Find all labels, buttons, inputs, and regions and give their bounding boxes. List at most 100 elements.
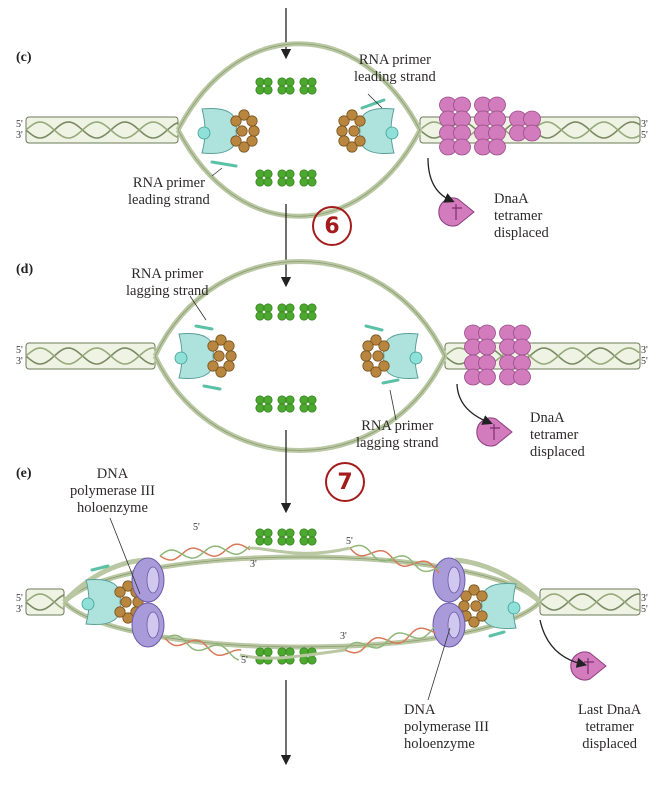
helicase-knob (197, 126, 211, 140)
ssb-cluster-top-e (255, 528, 317, 546)
primase-subunit (114, 606, 126, 618)
primase-subunit (336, 125, 348, 137)
strand-end-5prime: 5' (641, 356, 648, 367)
ssb-protein (277, 536, 287, 546)
ssb-protein (307, 403, 317, 413)
primase-subunit (362, 360, 374, 372)
strand-end-5prime: 5' (193, 522, 200, 533)
helicase-primase-right-e (458, 582, 521, 630)
new-strand (164, 637, 242, 657)
dnaa-displaced-d (476, 417, 513, 447)
primase-subunit (223, 360, 235, 372)
duplex-left-e (25, 588, 65, 616)
label-line: Last DnaA (578, 702, 642, 718)
dnaa-tetramer-c2 (474, 96, 506, 128)
ssb-protein (285, 536, 295, 546)
polymerase-right-bottom-e (432, 602, 466, 648)
label-line: DnaA (530, 410, 565, 426)
dnaa-subunit (513, 368, 531, 386)
new-duplex-left-top-e (159, 543, 251, 561)
ssb-protein (277, 311, 287, 321)
strand-end-3prime: 3' (340, 631, 347, 642)
ssb-protein (277, 169, 287, 179)
ssb-protein (263, 77, 273, 87)
ssb-protein (307, 528, 317, 538)
dnaa-displaced-c (438, 197, 475, 227)
dnaa-subunit (488, 138, 506, 156)
ssb-protein (285, 85, 295, 95)
primase-subunit (354, 135, 366, 147)
label-line: tetramer (530, 427, 579, 443)
duplex-right-e (539, 588, 641, 616)
strand-end-3prime: 3' (641, 345, 648, 356)
panel-label-e: (e) (16, 466, 32, 481)
helix-strand (25, 121, 179, 139)
polymerase-clamp (146, 611, 160, 639)
strand-end-3prime: 3' (250, 559, 257, 570)
helicase-knob (409, 351, 423, 365)
helix-strand (25, 593, 65, 610)
strand-end-3prime: 3' (16, 130, 23, 141)
strand-end-5prime: 5' (641, 130, 648, 141)
primase-subunit (246, 115, 258, 127)
replication-bubble-d (152, 259, 448, 453)
ssb-protein (307, 177, 317, 187)
new-strand (349, 547, 440, 574)
ssb-protein (277, 395, 287, 405)
ssb-protein (263, 85, 273, 95)
strand-end-5prime: 5' (241, 655, 248, 666)
label-line: holoenzyme (404, 736, 475, 752)
helicase-knob (81, 597, 95, 611)
ssb-protein (263, 177, 273, 187)
ssb-protein (307, 169, 317, 179)
strand-end-5prime: 5' (16, 345, 23, 356)
leader-d-top (189, 295, 207, 321)
template-strand (159, 545, 251, 559)
label-line: leading strand (128, 192, 210, 208)
ssb-protein (285, 169, 295, 179)
ssb-protein (263, 536, 273, 546)
ssb-protein (277, 647, 287, 657)
ssb-protein (263, 528, 273, 538)
ssb-protein (299, 536, 309, 546)
label-line: RNA primer (132, 175, 205, 191)
dnaa-tetramer-d3 (464, 354, 496, 386)
ssb-protein (263, 303, 273, 313)
dnaa-tetramer-c4 (474, 124, 506, 156)
ssb-protein (299, 169, 309, 179)
primase-subunit (213, 350, 225, 362)
new-strand (344, 627, 436, 654)
ssb-protein (255, 85, 265, 95)
label-line: DnaA (494, 191, 529, 207)
new-duplex-left-bottom-e (164, 634, 242, 661)
ssb-cluster-bottom-d (255, 395, 317, 413)
ssb-protein (255, 536, 265, 546)
label-line: lagging strand (126, 283, 209, 299)
label-line: polymerase III (70, 483, 155, 499)
label-e-dna-polymerase-left: DNA polymerase III holoenzyme (70, 466, 155, 517)
primer-bottom-left-d (202, 384, 222, 391)
primase-subunit (207, 340, 219, 352)
ssb-protein (307, 395, 317, 405)
helix-strand (25, 347, 155, 365)
leader-c-top (367, 93, 383, 109)
duplex-tube (25, 588, 65, 616)
ssb-protein (255, 177, 265, 187)
ssb-protein (285, 403, 295, 413)
label-line: tetramer (494, 208, 543, 224)
strand-end-5prime: 5' (16, 593, 23, 604)
primase-subunit (215, 366, 227, 378)
ssb-protein (307, 303, 317, 313)
dnaa-tetramer-d2 (499, 324, 531, 356)
ssb-protein (277, 77, 287, 87)
new-duplex-right-top-e (349, 544, 441, 574)
template-strand (349, 544, 441, 573)
ssb-protein (299, 403, 309, 413)
primase-subunit (120, 596, 132, 608)
primase-subunit (236, 125, 248, 137)
helix-strand (539, 593, 641, 611)
primase-subunit (248, 125, 260, 137)
primase-subunit (207, 360, 219, 372)
primase-subunit (114, 586, 126, 598)
